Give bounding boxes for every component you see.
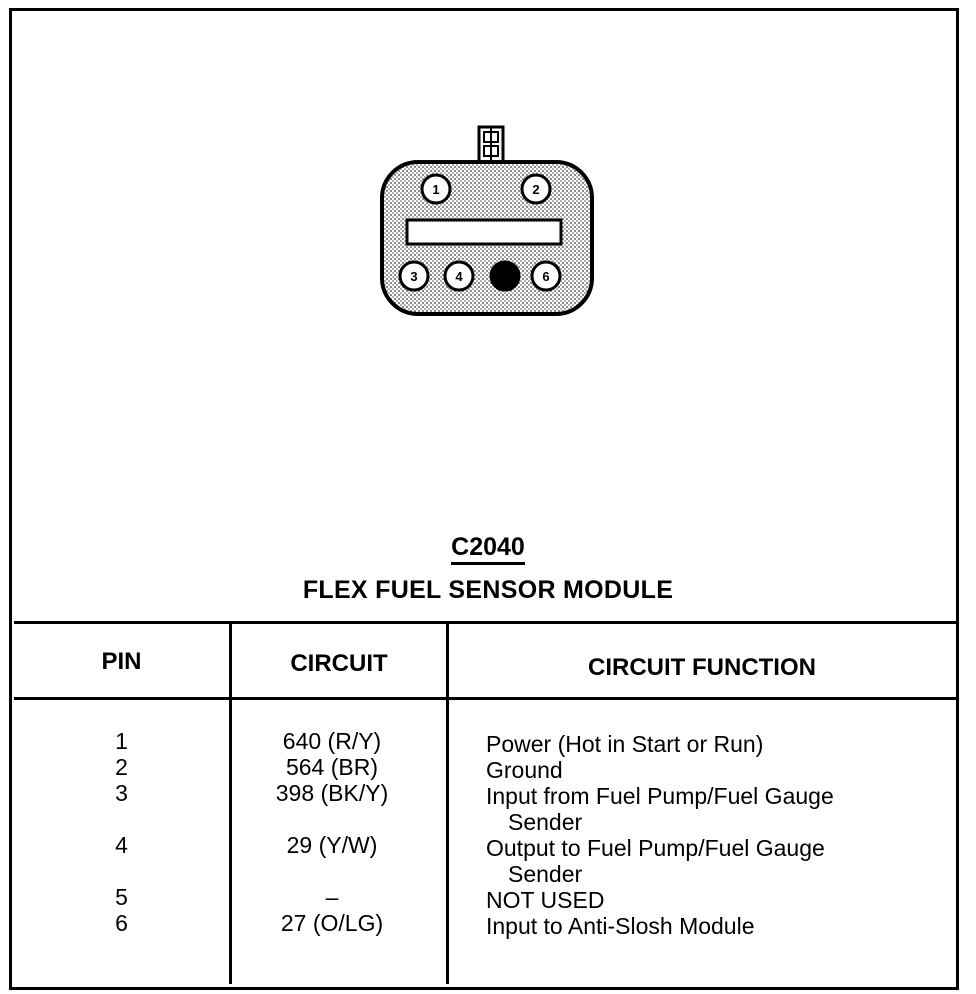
table-cell-function: NOT USED: [486, 887, 605, 913]
table-cell-circuit: 564 (BR): [285, 754, 379, 780]
svg-text:5: 5: [501, 269, 508, 284]
table-cell-function: Output to Fuel Pump/Fuel Gauge: [486, 835, 825, 861]
table-cell-pin: 5: [115, 884, 128, 910]
table-cell-function: Input from Fuel Pump/Fuel Gauge: [486, 783, 834, 809]
table-cell-function: Ground: [486, 757, 563, 783]
svg-text:1: 1: [432, 182, 439, 197]
circuit-function-column: Power (Hot in Start or Run) Ground Input…: [486, 731, 946, 939]
pin-4: 4: [443, 260, 475, 292]
diagram-frame: [9, 8, 959, 990]
table-cell-circuit: –: [325, 884, 339, 910]
table-divider-1: [229, 624, 232, 984]
table-cell-pin: 1: [115, 728, 128, 754]
svg-text:6: 6: [542, 269, 549, 284]
table-cell-pin: 6: [115, 910, 128, 936]
table-cell-pin: 2: [115, 754, 128, 780]
svg-text:3: 3: [410, 269, 417, 284]
circuit-column: 640 (R/Y) 564 (BR) 398 (BK/Y) 29 (Y/W) –…: [232, 728, 432, 936]
table-cell-function-continued: Sender: [508, 861, 583, 887]
svg-text:4: 4: [455, 269, 463, 284]
svg-text:2: 2: [532, 182, 539, 197]
table-cell-circuit: 29 (Y/W): [286, 832, 378, 858]
table-cell-circuit: 398 (BK/Y): [275, 780, 389, 806]
pin-3: 3: [398, 260, 430, 292]
pin-2: 2: [520, 173, 552, 205]
table-cell-pin: 3: [115, 780, 128, 806]
table-cell-function: Input to Anti-Slosh Module: [486, 913, 755, 939]
header-circuit: CIRCUIT: [290, 650, 388, 677]
table-top-rule: [14, 621, 956, 624]
connector-code-title: C2040: [0, 533, 976, 565]
table-cell-function: Power (Hot in Start or Run): [486, 731, 764, 757]
header-circuit-function: CIRCUIT FUNCTION: [588, 654, 816, 681]
table-cell-pin: 4: [115, 832, 128, 858]
pin-1: 1: [420, 173, 452, 205]
table-divider-2: [446, 624, 449, 984]
header-pin: PIN: [101, 648, 142, 675]
pin-5: 5: [489, 260, 521, 292]
pin-column: 1 2 3 4 5 6: [14, 728, 229, 936]
table-cell-function-continued: Sender: [508, 809, 583, 835]
connector-code: C2040: [451, 533, 525, 565]
table-cell-circuit: 27 (O/LG): [280, 910, 384, 936]
connector-face-diagram: 1 2 3 4 5 6: [380, 125, 594, 316]
connector-name-title: FLEX FUEL SENSOR MODULE: [302, 576, 674, 604]
pin-6: 6: [530, 260, 562, 292]
table-cell-circuit: 640 (R/Y): [282, 728, 382, 754]
connector-slot: [405, 218, 563, 246]
table-header-rule: [14, 697, 956, 700]
